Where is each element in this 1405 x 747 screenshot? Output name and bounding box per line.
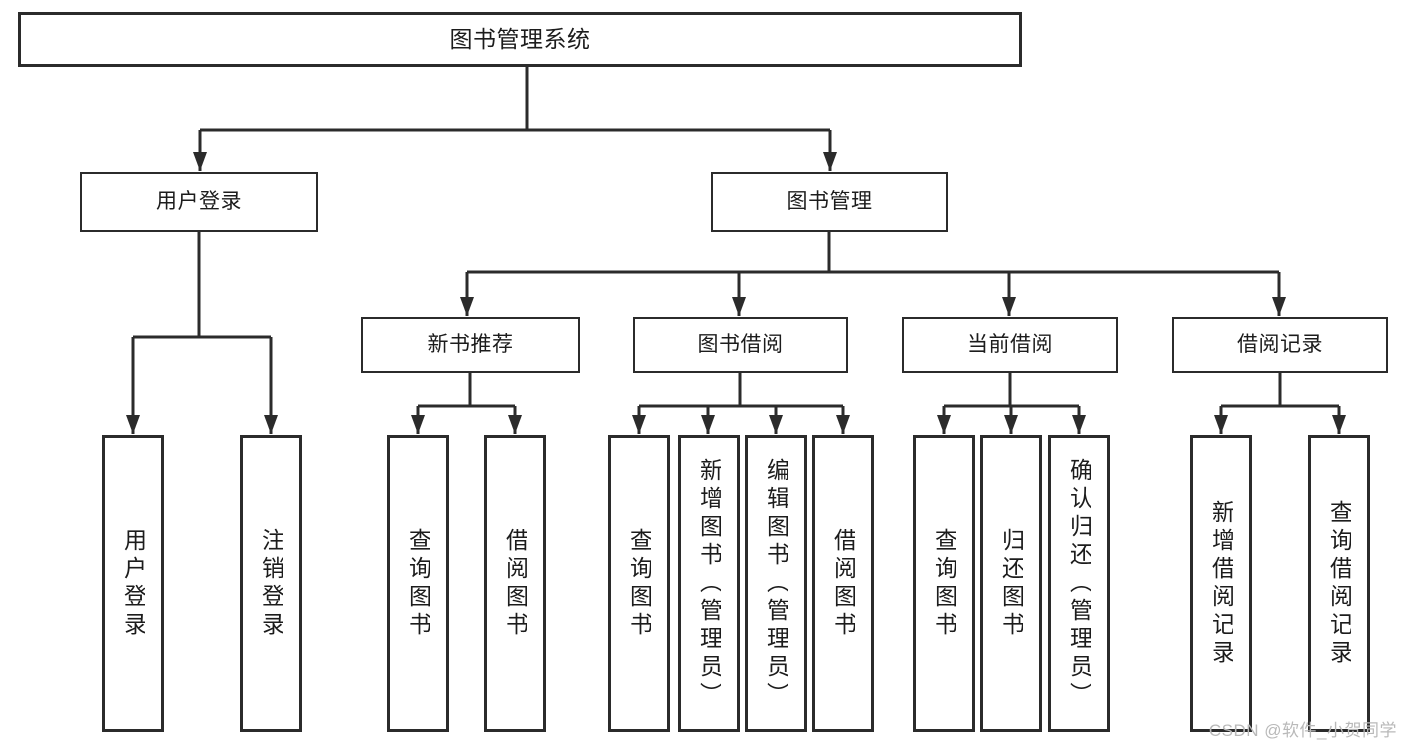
- leaf-return-book-label: 归还图书: [999, 527, 1023, 640]
- csdn-watermark: CSDN @软件_小贺同学: [1208, 721, 1397, 740]
- node-new-book-recommend[interactable]: 新书推荐: [361, 317, 580, 373]
- leaf-add-borrow-record[interactable]: 新增借阅记录: [1190, 435, 1252, 732]
- node-user-login[interactable]: 用户登录: [80, 172, 318, 232]
- node-user-login-label: 用户登录: [156, 189, 242, 213]
- node-new-book-recommend-label: 新书推荐: [427, 332, 514, 356]
- leaf-return-book[interactable]: 归还图书: [980, 435, 1042, 732]
- node-book-borrow[interactable]: 图书借阅: [633, 317, 848, 373]
- leaf-user-login-label: 用户登录: [121, 527, 145, 640]
- leaf-query-book-new-label: 查询图书: [406, 527, 430, 640]
- node-root-label: 图书管理系统: [449, 26, 591, 53]
- leaf-query-book-current-label: 查询图书: [932, 527, 956, 640]
- leaf-edit-book-admin[interactable]: 编辑图书（管理员）: [745, 435, 807, 732]
- node-book-management-label: 图书管理: [786, 189, 873, 213]
- leaf-query-book-borrow-label: 查询图书: [627, 527, 651, 640]
- leaf-borrow-book-label: 借阅图书: [831, 527, 855, 640]
- leaf-query-borrow-record[interactable]: 查询借阅记录: [1308, 435, 1370, 732]
- node-borrow-records[interactable]: 借阅记录: [1172, 317, 1388, 373]
- node-current-borrow-label: 当前借阅: [967, 332, 1053, 356]
- leaf-add-book-admin[interactable]: 新增图书（管理员）: [678, 435, 740, 732]
- leaf-edit-book-admin-label: 编辑图书（管理员）: [764, 457, 788, 710]
- leaf-confirm-return-admin[interactable]: 确认归还（管理员）: [1048, 435, 1110, 732]
- leaf-borrow-book-new-label: 借阅图书: [503, 527, 527, 640]
- node-borrow-records-label: 借阅记录: [1237, 332, 1323, 356]
- leaf-logout-label: 注销登录: [259, 527, 283, 640]
- node-book-management[interactable]: 图书管理: [711, 172, 948, 232]
- leaf-query-book-current[interactable]: 查询图书: [913, 435, 975, 732]
- leaf-query-book-new[interactable]: 查询图书: [387, 435, 449, 732]
- leaf-logout[interactable]: 注销登录: [240, 435, 302, 732]
- node-root[interactable]: 图书管理系统: [18, 12, 1022, 67]
- leaf-query-borrow-record-label: 查询借阅记录: [1327, 499, 1351, 668]
- leaf-query-book-borrow[interactable]: 查询图书: [608, 435, 670, 732]
- leaf-add-borrow-record-label: 新增借阅记录: [1209, 499, 1233, 668]
- leaf-borrow-book-new[interactable]: 借阅图书: [484, 435, 546, 732]
- leaf-add-book-admin-label: 新增图书（管理员）: [697, 457, 721, 710]
- node-current-borrow[interactable]: 当前借阅: [902, 317, 1118, 373]
- leaf-user-login[interactable]: 用户登录: [102, 435, 164, 732]
- leaf-borrow-book[interactable]: 借阅图书: [812, 435, 874, 732]
- node-book-borrow-label: 图书借阅: [697, 332, 784, 356]
- leaf-confirm-return-admin-label: 确认归还（管理员）: [1067, 457, 1091, 710]
